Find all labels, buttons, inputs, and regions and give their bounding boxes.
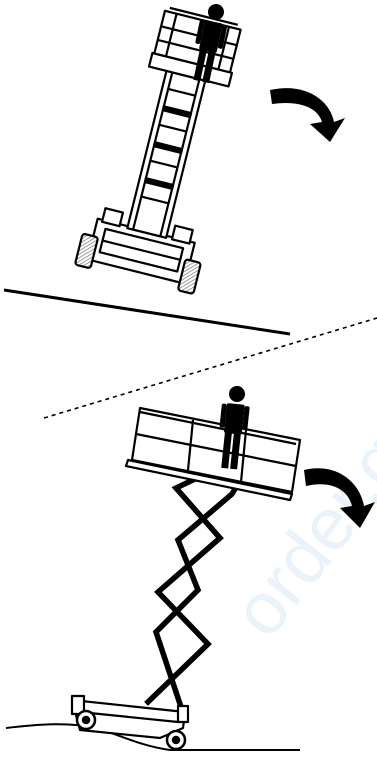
wheel (75, 709, 97, 731)
person-icon (193, 4, 228, 84)
sloped-ground-line (3, 288, 291, 336)
top-panel (3, 4, 345, 336)
mast-lift (74, 6, 242, 295)
tipping-arrow-icon (304, 468, 375, 528)
person-icon (219, 386, 250, 470)
wheel (165, 729, 187, 751)
scissor-platform (124, 406, 302, 502)
wheel (177, 258, 202, 295)
scissor-arms (144, 466, 244, 708)
scissor-lift-base (70, 694, 190, 740)
tipping-arrow-icon (270, 88, 345, 142)
divider-dashed-line (43, 317, 377, 419)
wheel (74, 233, 99, 269)
bottom-panel (5, 386, 375, 751)
